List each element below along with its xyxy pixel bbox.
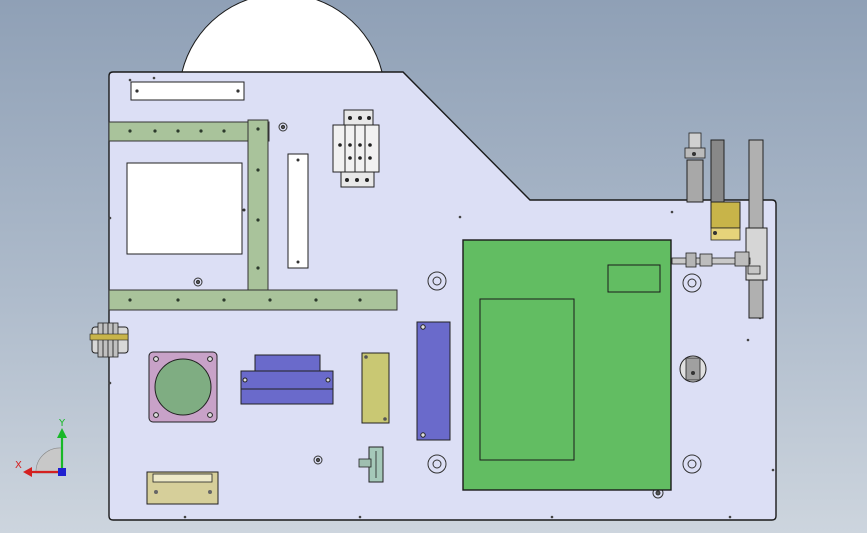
tan-bracket — [361, 352, 390, 424]
sensor-flange — [148, 351, 218, 423]
din-connector — [416, 321, 451, 441]
rail-bottom — [108, 289, 398, 311]
mounting-rails — [108, 119, 398, 311]
rail-top — [108, 121, 270, 142]
axis-triad: Y X — [15, 418, 67, 477]
plate-marks — [108, 76, 775, 519]
rail-vertical — [247, 119, 269, 291]
terminal-strip — [287, 153, 309, 269]
side-connector — [89, 322, 129, 358]
x-axis-label: X — [15, 460, 22, 471]
y-axis-label: Y — [58, 418, 66, 429]
tube-middle — [710, 139, 725, 203]
cable-clip — [358, 446, 384, 483]
pneumatic-assembly — [671, 132, 768, 383]
display-window — [126, 162, 243, 255]
relay-bank — [332, 109, 380, 188]
chassis-connector — [240, 354, 334, 405]
brass-valve — [710, 201, 741, 229]
tan-mount — [146, 471, 219, 505]
z-axis-marker — [58, 468, 66, 476]
label-slot — [130, 81, 245, 101]
board-component-small — [607, 264, 661, 293]
board-component-large — [479, 298, 575, 461]
round-cover-disc — [181, 0, 383, 73]
tube-left — [686, 159, 704, 203]
circuit-board[interactable] — [462, 239, 672, 491]
tube-right — [748, 139, 764, 229]
screw-holes — [193, 122, 702, 499]
